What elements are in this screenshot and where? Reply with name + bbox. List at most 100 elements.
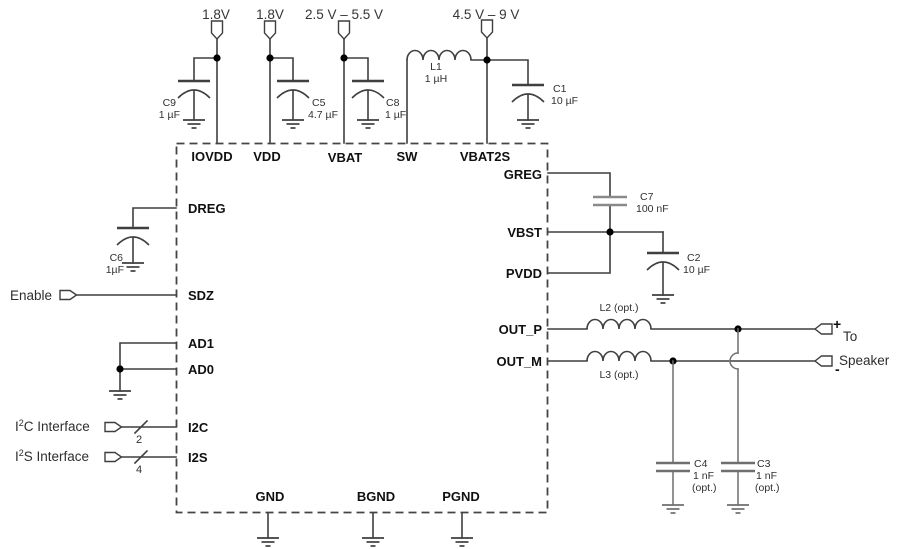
net-dreg: C6 1µF — [106, 207, 177, 276]
cap-c7-name: C7 — [640, 191, 654, 203]
net-i2s: I2S Interface 4 — [15, 448, 177, 476]
rail-iovdd: 1.8V C9 1 µF — [159, 7, 230, 144]
pin-label-ad1: AD1 — [188, 336, 214, 351]
pin-label-i2s: I2S — [188, 450, 208, 465]
ind-l1-name: L1 — [430, 61, 442, 73]
pin-label-pvdd: PVDD — [506, 266, 542, 281]
junction-dot — [606, 228, 614, 236]
to-speaker-line1: To — [843, 329, 857, 344]
cap-c3-value: 1 nF — [756, 470, 777, 482]
cap-c6-name: C6 — [110, 252, 124, 264]
i2c-bus-width: 2 — [136, 434, 142, 446]
pin-label-pgnd: PGND — [442, 489, 480, 504]
capacitor-c7: C7 100 nF — [591, 191, 669, 215]
speaker-plus-sign: + — [833, 316, 841, 332]
ind-l3-name: L3 (opt.) — [599, 369, 638, 381]
cap-c6-value: 1µF — [106, 264, 124, 276]
pin-label-out-p: OUT_P — [499, 322, 543, 337]
pin-label-i2c: I2C — [188, 420, 209, 435]
ground-icon — [182, 119, 206, 129]
rail-vbat2s: 4.5 V – 9 V L1 1 µH C1 10 µF — [406, 7, 578, 144]
net-bootstrap: C7 100 nF C2 10 µF — [547, 172, 710, 304]
cap-c2-value: 10 µF — [683, 264, 710, 276]
capacitor-c2: C2 10 µF — [645, 231, 710, 304]
input-terminal-icon — [59, 289, 78, 301]
cap-c3-note: (opt.) — [755, 482, 780, 494]
pin-label-iovdd: IOVDD — [191, 149, 232, 164]
pin-label-ad0: AD0 — [188, 362, 214, 377]
capacitor-icon — [719, 461, 757, 473]
rail-label-vbat: 2.5 V – 5.5 V — [305, 7, 383, 22]
ground-icon — [256, 537, 280, 547]
supply-terminal-icon — [337, 20, 351, 40]
ground-icon — [281, 119, 305, 129]
net-i2c: I2C Interface 2 — [15, 418, 177, 446]
rail-vbat: 2.5 V – 5.5 V C8 1 µF — [305, 7, 406, 144]
inductor-icon — [406, 49, 472, 61]
inductor-icon — [586, 350, 652, 362]
cap-c1-value: 10 µF — [551, 95, 578, 107]
pin-label-vbat2s: VBAT2S — [460, 149, 511, 164]
speaker-minus-sign: - — [835, 361, 840, 377]
junction-dot — [340, 54, 348, 62]
cap-c4-note: (opt.) — [692, 482, 717, 494]
capacitor-c8: C8 1 µF — [350, 79, 406, 129]
net-out-p: L2 (opt.) + — [547, 302, 841, 335]
capacitor-c1: C1 10 µF — [510, 83, 578, 129]
net-ad — [108, 342, 177, 400]
rail-vdd: 1.8V C5 4.7 µF — [256, 7, 338, 144]
ground-icon — [516, 119, 540, 129]
pin-label-out-m: OUT_M — [497, 354, 543, 369]
capacitor-c6: C6 1µF — [106, 226, 151, 276]
i2c-interface-label: I2C Interface — [15, 418, 90, 434]
ground-icon — [108, 390, 132, 400]
capacitor-c5: C5 4.7 µF — [275, 79, 338, 129]
junction-dot — [213, 54, 221, 62]
cap-c3-name: C3 — [757, 458, 771, 470]
enable-label: Enable — [10, 288, 52, 303]
capacitor-c3: C3 1 nF (opt.) — [719, 328, 780, 514]
ground-icon — [121, 262, 145, 272]
output-terminal-icon — [814, 355, 833, 367]
pin-label-bgnd: BGND — [357, 489, 395, 504]
output-terminal-icon — [814, 323, 833, 335]
supply-terminal-icon — [480, 19, 494, 39]
input-terminal-icon — [104, 421, 123, 433]
capacitor-c4: C4 1 nF (opt.) — [654, 360, 717, 514]
cap-c5-name: C5 — [312, 97, 326, 109]
ground-icon — [361, 537, 385, 547]
ground-icon — [661, 504, 685, 514]
ground-icon — [356, 119, 380, 129]
inductor-l1: L1 1 µH — [406, 49, 472, 85]
to-speaker-line2: Speaker — [839, 353, 890, 368]
pin-label-vbst: VBST — [507, 225, 542, 240]
cap-c7-value: 100 nF — [636, 203, 669, 215]
supply-terminal-icon — [263, 20, 277, 40]
cap-c4-value: 1 nF — [693, 470, 714, 482]
ground-icon — [651, 294, 675, 304]
net-enable: Enable — [10, 288, 177, 303]
rail-label-vdd: 1.8V — [256, 7, 284, 22]
supply-terminal-icon — [210, 20, 224, 40]
wire-hop — [729, 352, 739, 370]
pin-label-vdd: VDD — [253, 149, 280, 164]
pin-label-gnd: GND — [256, 489, 285, 504]
ground-icon — [726, 504, 750, 514]
cap-c9-value: 1 µF — [159, 109, 180, 121]
cap-c4-name: C4 — [694, 458, 708, 470]
capacitor-icon — [591, 195, 629, 207]
junction-dot — [266, 54, 274, 62]
capacitor-icon — [654, 461, 692, 473]
capacitor-c9: C9 1 µF — [159, 79, 212, 129]
ind-l2-name: L2 (opt.) — [599, 302, 638, 314]
pin-label-greg: GREG — [504, 167, 542, 182]
pin-label-vbat: VBAT — [328, 150, 362, 165]
rail-label-vbat2s: 4.5 V – 9 V — [453, 7, 520, 22]
ic-outline — [175, 142, 549, 514]
cap-c8-value: 1 µF — [385, 109, 406, 121]
junction-dot — [483, 56, 491, 64]
input-terminal-icon — [104, 451, 123, 463]
cap-c8-name: C8 — [386, 97, 400, 109]
